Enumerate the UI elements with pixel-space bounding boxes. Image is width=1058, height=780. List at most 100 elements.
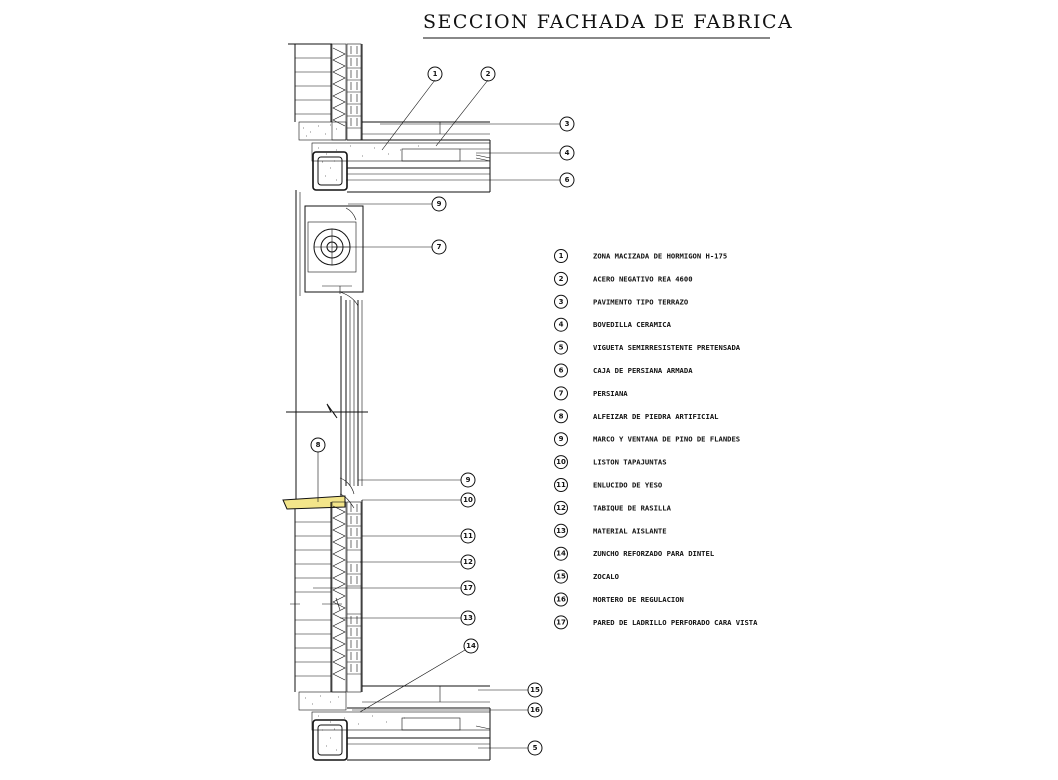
callout-8-number: 8 (316, 441, 321, 449)
callout-17: 17 (313, 580, 476, 596)
callout-9-top-number: 9 (437, 200, 442, 208)
legend-number: 16 (556, 596, 566, 604)
legend-label: MARCO Y VENTANA DE PINO DE FLANDES (593, 435, 740, 444)
legend-label: PERSIANA (593, 389, 628, 398)
callout-10: 10 (362, 492, 476, 508)
callout-2: 2 (435, 66, 496, 147)
lower-brick-wall (290, 493, 363, 693)
callout-9-bottom: 9 (358, 472, 476, 488)
legend-item: 17 PARED DE LADRILLO PERFORADO CARA VISTA (554, 615, 758, 630)
legend-label: CAJA DE PERSIANA ARMADA (593, 366, 693, 375)
legend-number-circle (554, 569, 568, 584)
callout-15-number: 15 (530, 686, 540, 694)
legend-item: 9 MARCO Y VENTANA DE PINO DE FLANDES (554, 432, 740, 447)
legend-number: 5 (559, 344, 564, 352)
legend-number: 13 (556, 527, 566, 535)
window-sill (282, 495, 346, 510)
legend-label: ENLUCIDO DE YESO (593, 481, 662, 490)
callout-11: 11 (362, 528, 476, 544)
legend-item: 8 ALFEIZAR DE PIEDRA ARTIFICIAL (554, 409, 719, 424)
callout-14: 14 (359, 638, 479, 713)
upper-floor-slab (298, 121, 491, 193)
callout-14-number: 14 (466, 642, 476, 650)
legend-number: 1 (559, 252, 564, 260)
callouts: 1 2 3 4 6 9 7 (310, 66, 575, 756)
legend-number-circle (554, 271, 568, 286)
callout-3: 3 (380, 116, 575, 132)
legend-number-circle (554, 615, 568, 630)
legend-number: 7 (559, 389, 564, 397)
legend-item: 13 MATERIAL AISLANTE (554, 523, 667, 538)
legend-item: 6 CAJA DE PERSIANA ARMADA (554, 363, 693, 378)
callout-12: 12 (360, 554, 476, 570)
legend-number-circle (554, 317, 568, 332)
window-frame (286, 291, 368, 500)
callout-7-number: 7 (437, 243, 442, 251)
legend-number: 17 (556, 618, 566, 626)
callout-9-top: 9 (348, 196, 447, 212)
callout-7: 7 (332, 239, 447, 255)
legend-item: 15 ZOCALO (554, 569, 619, 584)
callout-16-number: 16 (530, 706, 540, 714)
legend-label: BOVEDILLA CERAMICA (593, 320, 672, 329)
legend-item: 11 ENLUCIDO DE YESO (554, 478, 662, 492)
callout-16: 16 (352, 702, 543, 718)
legend-number-circle (554, 363, 568, 378)
legend-number-circle (554, 455, 568, 470)
callout-8: 8 (310, 437, 326, 502)
legend-label: ZONA MACIZADA DE HORMIGON H-175 (593, 252, 727, 261)
callout-11-number: 11 (463, 532, 473, 540)
callout-3-number: 3 (565, 120, 570, 128)
legend-number: 9 (559, 435, 564, 443)
legend-label: ZOCALO (593, 572, 619, 581)
legend-number: 15 (556, 573, 566, 581)
legend-number: 2 (559, 275, 564, 283)
legend-number: 10 (556, 458, 566, 466)
callout-1: 1 (381, 66, 443, 151)
drawing-title: SECCION FACHADA DE FABRICA (423, 11, 793, 33)
legend-number: 8 (559, 412, 564, 420)
callout-6-number: 6 (565, 176, 570, 184)
legend-number: 3 (559, 298, 564, 306)
legend-item: 12 TABIQUE DE RASILLA (554, 500, 672, 515)
callout-12-number: 12 (463, 558, 473, 566)
legend-number-circle (554, 340, 568, 355)
callout-4-number: 4 (565, 149, 570, 157)
legend-label: PARED DE LADRILLO PERFORADO CARA VISTA (593, 618, 758, 627)
callout-13-number: 13 (463, 614, 473, 622)
legend-label: ALFEIZAR DE PIEDRA ARTIFICIAL (593, 412, 719, 421)
legend-number-circle (554, 386, 568, 401)
legend-number-circle (554, 409, 568, 424)
legend-label: VIGUETA SEMIRRESISTENTE PRETENSADA (593, 343, 741, 352)
callout-13: 13 (340, 610, 476, 626)
legend-number: 6 (559, 367, 564, 375)
callout-6: 6 (346, 172, 575, 188)
legend-item: 5 VIGUETA SEMIRRESISTENTE PRETENSADA (554, 340, 741, 355)
legend-item: 1 ZONA MACIZADA DE HORMIGON H-175 (554, 249, 727, 263)
legend-number-circle (554, 432, 568, 447)
callout-5: 5 (478, 740, 543, 756)
legend-label: ZUNCHO REFORZADO PARA DINTEL (593, 549, 715, 558)
legend-item: 7 PERSIANA (554, 386, 628, 401)
callout-1-number: 1 (433, 70, 438, 78)
callout-5-number: 5 (533, 744, 538, 752)
legend-number-circle (554, 294, 568, 309)
legend-number-circle (554, 523, 568, 538)
legend-label: MATERIAL AISLANTE (593, 526, 667, 535)
legend-number: 11 (556, 481, 566, 489)
upper-brick-wall (288, 43, 363, 141)
shutter-box (295, 190, 364, 296)
callout-15: 15 (478, 682, 543, 698)
legend-number: 12 (556, 504, 566, 512)
legend-label: TABIQUE DE RASILLA (593, 503, 672, 512)
legend-number-circle (554, 500, 568, 515)
callout-17-number: 17 (463, 584, 473, 592)
